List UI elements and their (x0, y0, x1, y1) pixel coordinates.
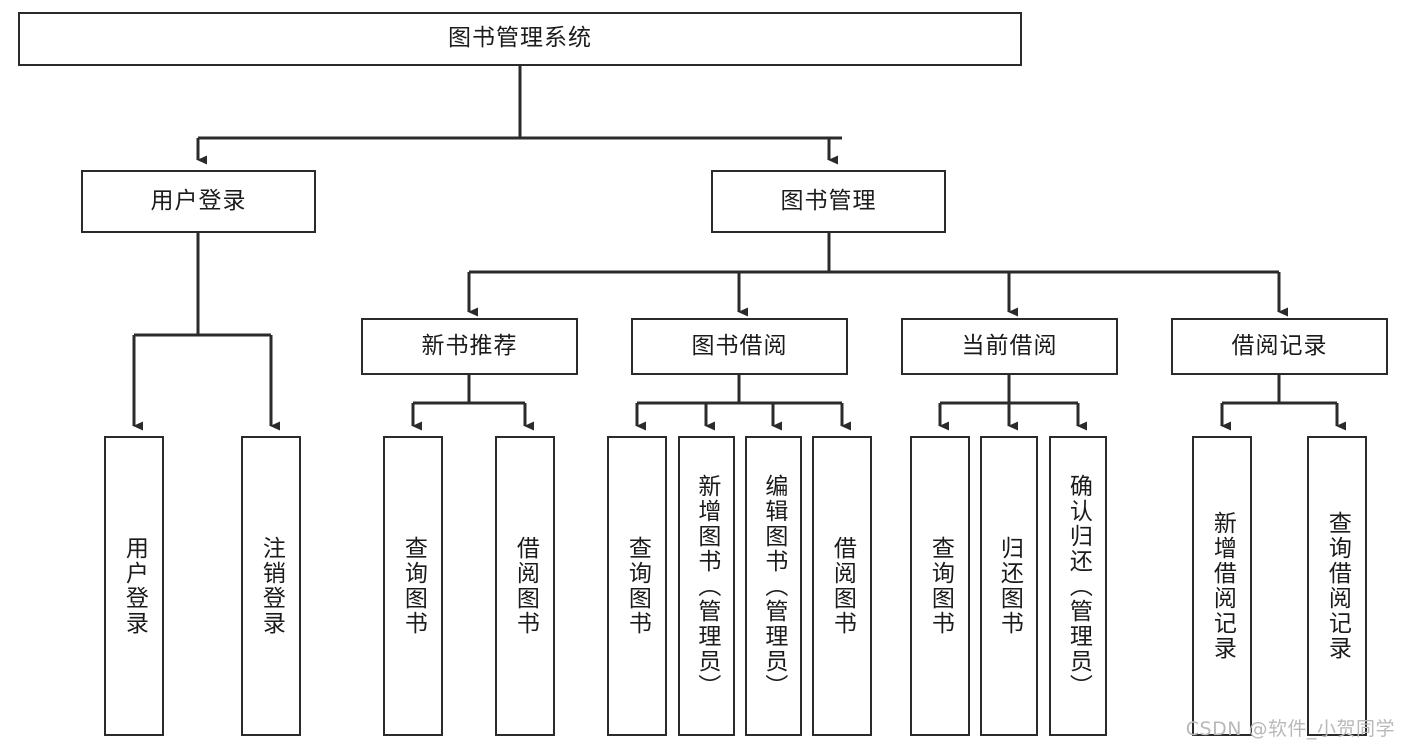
node-leaf-user-login-label: 用户登录 (121, 536, 148, 636)
node-leaf-query-book-1[interactable]: 查询图书 (383, 436, 443, 736)
node-leaf-user-login[interactable]: 用户登录 (104, 436, 164, 736)
node-leaf-borrow-book-2-label: 借阅图书 (829, 536, 856, 636)
node-leaf-add-book-admin-label: 新增图书（管理员） (693, 473, 720, 699)
node-leaf-query-borrow-record-label: 查询借阅记录 (1324, 511, 1351, 661)
node-leaf-query-book-2-label: 查询图书 (624, 536, 651, 636)
node-book-borrow[interactable]: 图书借阅 (631, 318, 848, 375)
node-borrow-record[interactable]: 借阅记录 (1171, 318, 1388, 375)
node-leaf-edit-book-admin-label: 编辑图书（管理员） (760, 473, 787, 699)
node-leaf-query-book-3-label: 查询图书 (927, 536, 954, 636)
node-leaf-logout[interactable]: 注销登录 (241, 436, 301, 736)
node-leaf-query-book-1-label: 查询图书 (400, 536, 427, 636)
node-leaf-query-book-2[interactable]: 查询图书 (607, 436, 667, 736)
node-leaf-query-book-3[interactable]: 查询图书 (910, 436, 970, 736)
node-leaf-edit-book-admin[interactable]: 编辑图书（管理员） (745, 436, 802, 736)
node-book-borrow-label: 图书借阅 (691, 332, 788, 359)
node-leaf-add-borrow-record-label: 新增借阅记录 (1209, 511, 1236, 661)
node-root[interactable]: 图书管理系统 (18, 12, 1022, 66)
node-leaf-query-borrow-record[interactable]: 查询借阅记录 (1307, 436, 1367, 736)
node-current-borrow-label: 当前借阅 (961, 332, 1058, 359)
node-leaf-borrow-book-2[interactable]: 借阅图书 (812, 436, 872, 736)
node-leaf-borrow-book-1-label: 借阅图书 (512, 536, 539, 636)
node-new-book-recommend-label: 新书推荐 (421, 332, 518, 359)
node-leaf-add-book-admin[interactable]: 新增图书（管理员） (678, 436, 735, 736)
node-leaf-return-book[interactable]: 归还图书 (980, 436, 1038, 736)
node-leaf-add-borrow-record[interactable]: 新增借阅记录 (1192, 436, 1252, 736)
node-leaf-confirm-return-admin[interactable]: 确认归还（管理员） (1049, 436, 1107, 736)
node-book-management[interactable]: 图书管理 (711, 170, 946, 233)
node-leaf-borrow-book-1[interactable]: 借阅图书 (495, 436, 555, 736)
node-new-book-recommend[interactable]: 新书推荐 (361, 318, 578, 375)
node-user-login[interactable]: 用户登录 (81, 170, 316, 233)
node-root-label: 图书管理系统 (448, 25, 592, 52)
node-current-borrow[interactable]: 当前借阅 (901, 318, 1118, 375)
node-user-login-label: 用户登录 (150, 187, 247, 214)
node-book-management-label: 图书管理 (780, 187, 877, 214)
node-leaf-logout-label: 注销登录 (258, 536, 285, 636)
node-leaf-return-book-label: 归还图书 (996, 536, 1023, 636)
node-leaf-confirm-return-admin-label: 确认归还（管理员） (1065, 473, 1092, 699)
node-borrow-record-label: 借阅记录 (1231, 332, 1328, 359)
